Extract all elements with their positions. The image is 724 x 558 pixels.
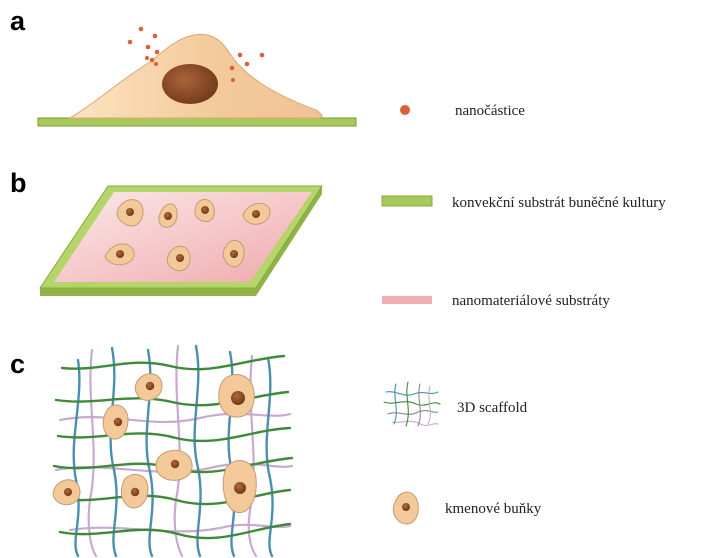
legend-scaffold-icon — [384, 382, 440, 426]
legend-green-bar-icon — [382, 196, 432, 206]
scaffold-cells — [53, 374, 256, 513]
legend-stem-cell-nucleus — [402, 503, 410, 511]
legend-convex-substrate: konvekční substrát buněčné kultury — [452, 195, 666, 211]
flat-substrate — [38, 118, 356, 126]
panel-a-cell-on-substrate — [38, 27, 356, 126]
nucleus — [162, 64, 218, 104]
panel-b-nanomaterial-substrate — [40, 186, 322, 296]
panel-label-c: c — [10, 349, 25, 379]
legend-stem-cells: kmenové buňky — [445, 501, 542, 517]
legend-pink-bar-icon — [382, 296, 432, 304]
legend: nanočástice konvekční substrát buněčné k… — [382, 103, 666, 524]
panel-label-b: b — [10, 168, 27, 198]
legend-3d-scaffold: 3D scaffold — [457, 400, 528, 416]
panel-label-a: a — [10, 6, 26, 36]
panel-c-3d-scaffold — [53, 346, 292, 556]
legend-nanoparticles: nanočástice — [455, 103, 525, 119]
legend-nanoparticle-icon — [400, 105, 410, 115]
legend-nano-substrates: nanomateriálové substráty — [452, 293, 610, 309]
